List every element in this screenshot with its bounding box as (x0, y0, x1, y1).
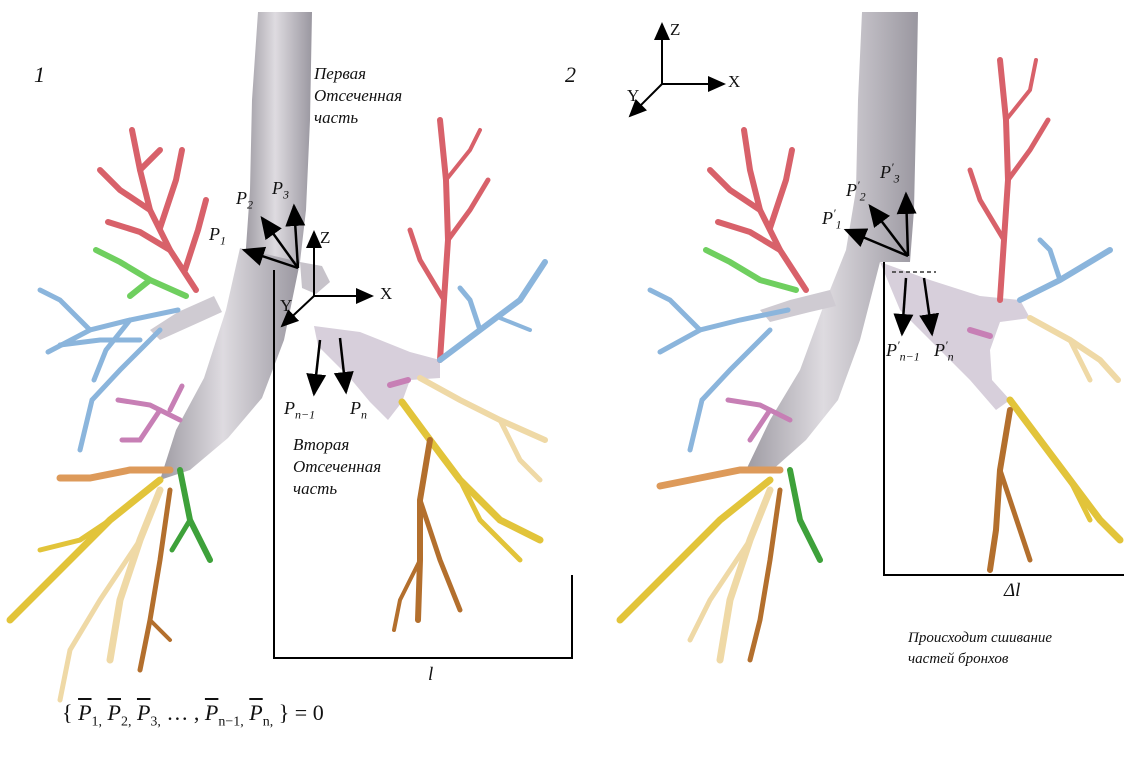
vector-label-p1: P1 (209, 224, 226, 249)
left-lateral-branch (150, 296, 222, 340)
vector-label-pn: Pn (350, 398, 367, 423)
vector-pn1-arrow (314, 340, 320, 394)
dimension-label-dl: Δl (1004, 580, 1020, 602)
axis-x-label-panel2: X (728, 72, 740, 92)
panel-2-tree (620, 12, 1124, 660)
blue-lobe-left (40, 290, 178, 450)
first-cut-part-label: Первая Отсеченная часть (314, 63, 402, 129)
trachea-upper-part (245, 12, 312, 262)
panel-1-tree (10, 12, 572, 700)
zero-sum-formula: { P1, P2, P3, … , Pn−1, Pn, } = 0 (62, 700, 324, 730)
panel-number-1: 1 (34, 62, 45, 88)
vector-label-p2prime: P′2 (846, 178, 866, 205)
red-lobe-left (100, 130, 206, 290)
vector-label-p2: P2 (236, 188, 253, 213)
axis-y-label-panel2: Y (627, 86, 639, 106)
lower-lobes-left (10, 470, 210, 700)
vector-label-p3: P3 (272, 178, 289, 203)
axis-x-label-panel1: X (380, 284, 392, 304)
right-main-bronchus (314, 326, 440, 420)
left-main-bronchus (160, 248, 300, 480)
second-cut-part-label: Вторая Отсеченная часть (293, 434, 381, 500)
axis-y-label-panel1: Y (280, 296, 292, 316)
dimension-label-l: l (428, 664, 433, 686)
pink-lobe-left (118, 386, 182, 440)
panel-number-2: 2 (565, 62, 576, 88)
vector-label-pn1prime: P′n−1 (886, 338, 920, 365)
vector-label-pnprime: P′n (934, 338, 954, 365)
axis-z-label-panel2: Z (670, 20, 680, 40)
vector-label-p1prime: P′1 (822, 206, 842, 233)
vector-label-p3prime: P′3 (880, 160, 900, 187)
right-bronchus-merged (880, 262, 1030, 410)
merge-note: Происходит сшивание частей бронхов (908, 628, 1052, 670)
vector-label-pn1: Pn−1 (284, 398, 315, 423)
axis-z-label-panel1: Z (320, 228, 330, 248)
